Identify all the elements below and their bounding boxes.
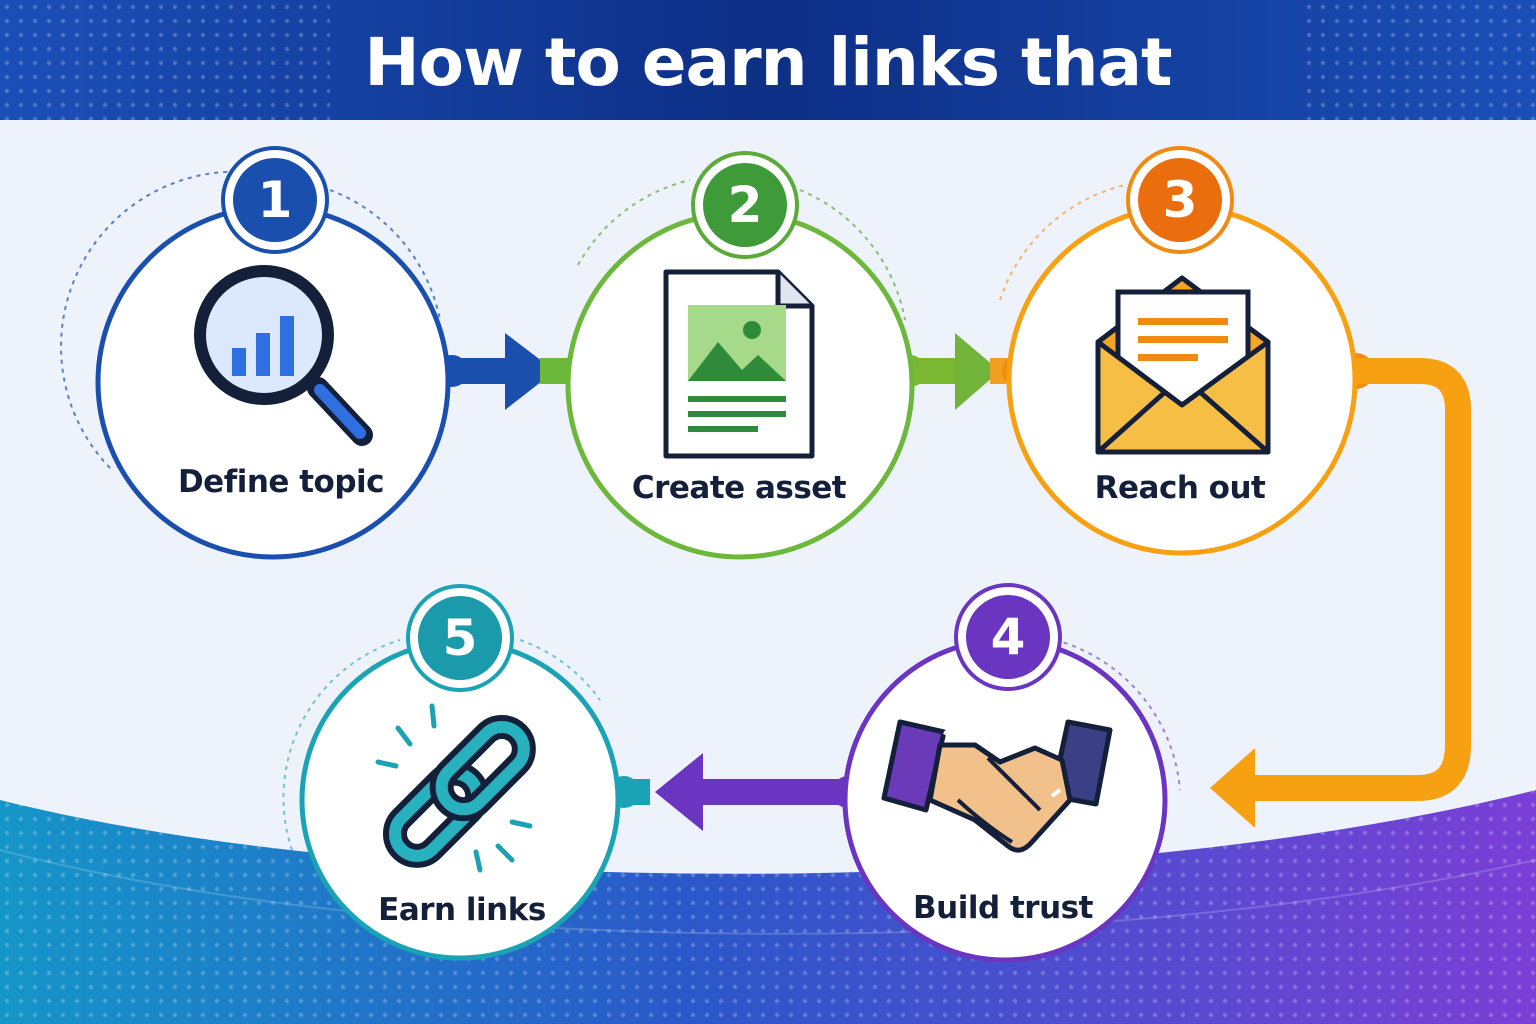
step-1-number: 1 [257, 171, 293, 229]
page-title: How to earn links that [364, 24, 1172, 101]
step-4-number: 4 [990, 608, 1026, 666]
step-2-number: 2 [727, 176, 763, 234]
envelope-letter-icon [1095, 275, 1271, 455]
step-3-number: 3 [1162, 171, 1198, 229]
header-band [0, 0, 1536, 120]
magnifier-bar-chart-icon [194, 265, 373, 446]
document-image-icon [663, 269, 815, 459]
step-5-label: Earn links [378, 892, 546, 928]
handshake-icon [881, 719, 1113, 853]
step-4-label: Build trust [913, 890, 1093, 926]
step-2-label: Create asset [631, 470, 847, 506]
step-3-label: Reach out [1094, 470, 1266, 506]
step-1-label: Define topic [177, 464, 385, 500]
step-5-number: 5 [442, 609, 478, 667]
connector-4-5 [608, 753, 864, 831]
chain-link-icon [375, 703, 536, 873]
